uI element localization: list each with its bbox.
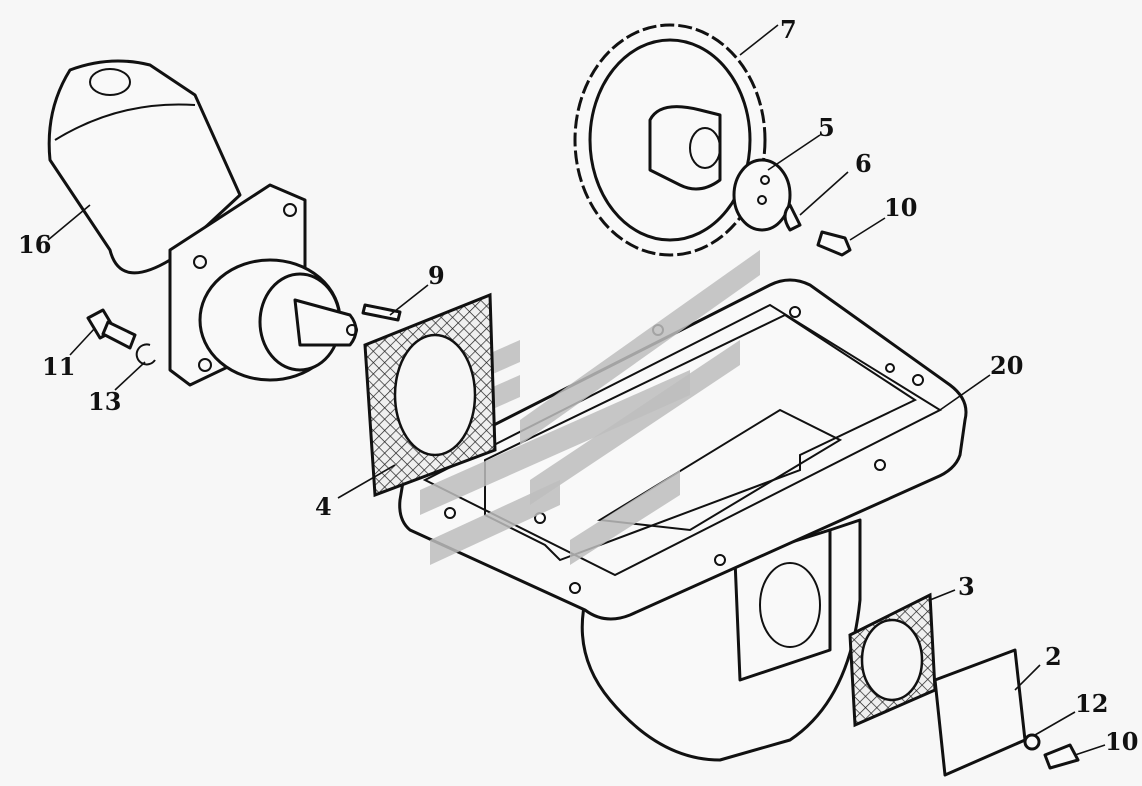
washer-part [1023, 733, 1041, 751]
callout-12: 12 [1075, 689, 1108, 718]
callout-7: 7 [780, 15, 797, 44]
callout-2: 2 [1045, 642, 1062, 671]
callout-4: 4 [315, 492, 332, 521]
callout-13: 13 [88, 387, 121, 416]
bolt-11-part [86, 308, 156, 366]
callout-3: 3 [958, 572, 975, 601]
callout-6: 6 [855, 149, 872, 178]
cover-part [933, 648, 1027, 777]
housing-part [398, 278, 968, 762]
callout-20: 20 [990, 351, 1023, 380]
callout-9: 9 [428, 261, 445, 290]
bolt-10b-part [1043, 743, 1080, 770]
callout-11: 11 [42, 352, 75, 381]
lock-plate-part [783, 203, 802, 232]
callout-10-top: 10 [884, 193, 917, 222]
callout-16: 16 [18, 230, 51, 259]
callout-5: 5 [818, 113, 835, 142]
key-part [361, 303, 402, 322]
leader-lines [47, 24, 1106, 756]
callout-10-bottom: 10 [1105, 727, 1138, 756]
gear-part [573, 23, 767, 257]
bolt-10a-part [816, 230, 852, 257]
hydraulic-motor-part [47, 59, 358, 387]
